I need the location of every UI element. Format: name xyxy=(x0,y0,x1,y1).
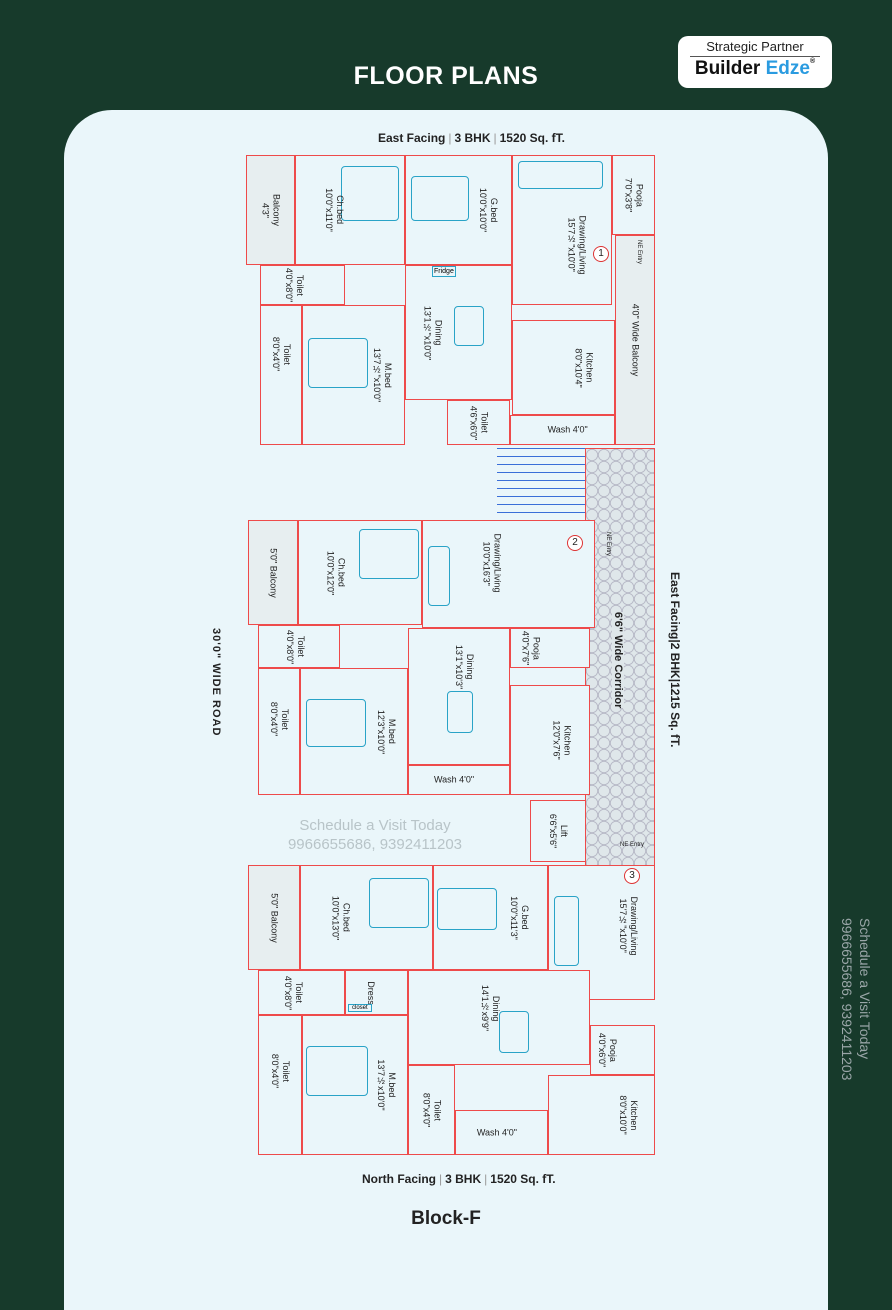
wash-area: Wash 4'0" xyxy=(455,1110,548,1155)
balcony: 5'0" Balcony xyxy=(248,520,298,625)
registered-mark: ® xyxy=(809,58,816,65)
caption-bottom: North Facing|3 BHK|1520 Sq. fT. xyxy=(362,1172,556,1186)
caption-top: East Facing|3 BHK|1520 Sq. fT. xyxy=(378,131,565,145)
wash-area: Wash 4'0" xyxy=(510,415,615,445)
brand-a: Builder xyxy=(694,58,761,79)
wide-balcony: 4'0" Wide Balcony xyxy=(615,235,655,445)
caption-middle: East Facing|2 BHK|1215 Sq. fT. xyxy=(668,572,682,748)
brand-name: Builder Edze® xyxy=(678,58,832,80)
fridge: Fridge xyxy=(432,266,456,277)
wash-area: Wash 4'0" xyxy=(408,765,510,795)
block-label: Block-F xyxy=(411,1208,481,1229)
brand-b: Edze xyxy=(765,58,810,79)
closet: closet xyxy=(348,1004,372,1012)
entry-label: NE Entry xyxy=(605,532,611,557)
partner-logo: Strategic Partner Builder Edze® xyxy=(678,36,832,88)
balcony: 5'0" Balcony xyxy=(248,865,300,970)
partner-label: Strategic Partner xyxy=(690,39,820,57)
page-title: FLOOR PLANS xyxy=(353,62,539,90)
unit-number: 2 xyxy=(567,535,583,551)
road-label: 30'0" WIDE ROAD xyxy=(210,628,222,737)
staircase xyxy=(497,448,585,520)
entry-label: NE Entry xyxy=(636,240,642,265)
unit-number: 1 xyxy=(593,246,609,262)
entry-label: NE Entry xyxy=(620,842,645,848)
unit-number: 3 xyxy=(624,868,640,884)
corridor-label: 6'6" Wide Corridor xyxy=(612,612,624,709)
